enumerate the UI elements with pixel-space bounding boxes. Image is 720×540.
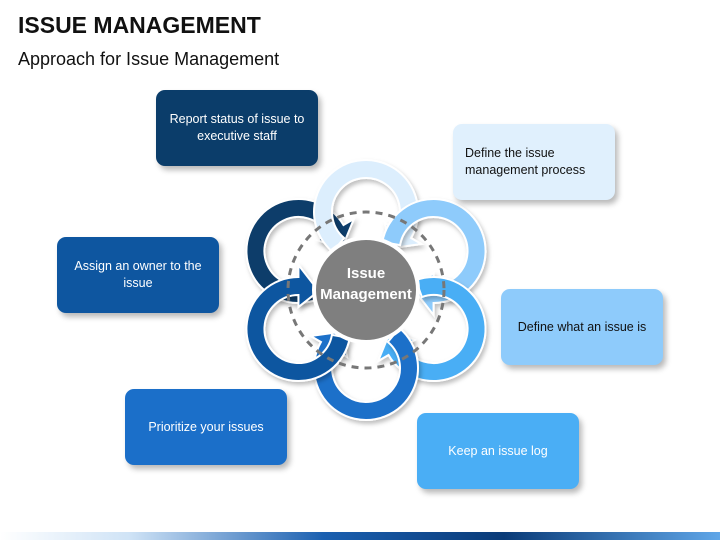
- page-subtitle: Approach for Issue Management: [18, 49, 280, 69]
- center-label: Issue Management: [313, 263, 419, 305]
- step-define-process: Define the issue management process: [453, 124, 615, 200]
- bottom-accent-bar: [0, 532, 720, 540]
- step-report-status-label: Report status of issue to executive staf…: [169, 112, 305, 143]
- step-assign-owner: Assign an owner to the issue: [57, 237, 219, 313]
- step-keep-log-label: Keep an issue log: [448, 443, 548, 458]
- step-report-status: Report status of issue to executive staf…: [156, 90, 318, 166]
- step-prioritize: Prioritize your issues: [125, 389, 287, 465]
- step-prioritize-label: Prioritize your issues: [148, 419, 264, 434]
- dashed-ring: [286, 210, 446, 370]
- cycle-arrow-6: [245, 262, 351, 382]
- center-circle: [312, 236, 420, 344]
- step-assign-owner-label: Assign an owner to the issue: [74, 259, 202, 290]
- step-define-issue-label: Define what an issue is: [517, 319, 647, 334]
- step-define-process-label: Define the issue management process: [465, 146, 586, 177]
- cycle-arrows: [245, 159, 487, 421]
- page-title: ISSUE MANAGEMENT: [18, 12, 261, 38]
- center-label-line1: Issue: [346, 265, 386, 282]
- step-keep-log: Keep an issue log: [417, 413, 579, 489]
- step-define-issue: Define what an issue is: [501, 289, 663, 365]
- center-label-line2: Management: [320, 286, 412, 303]
